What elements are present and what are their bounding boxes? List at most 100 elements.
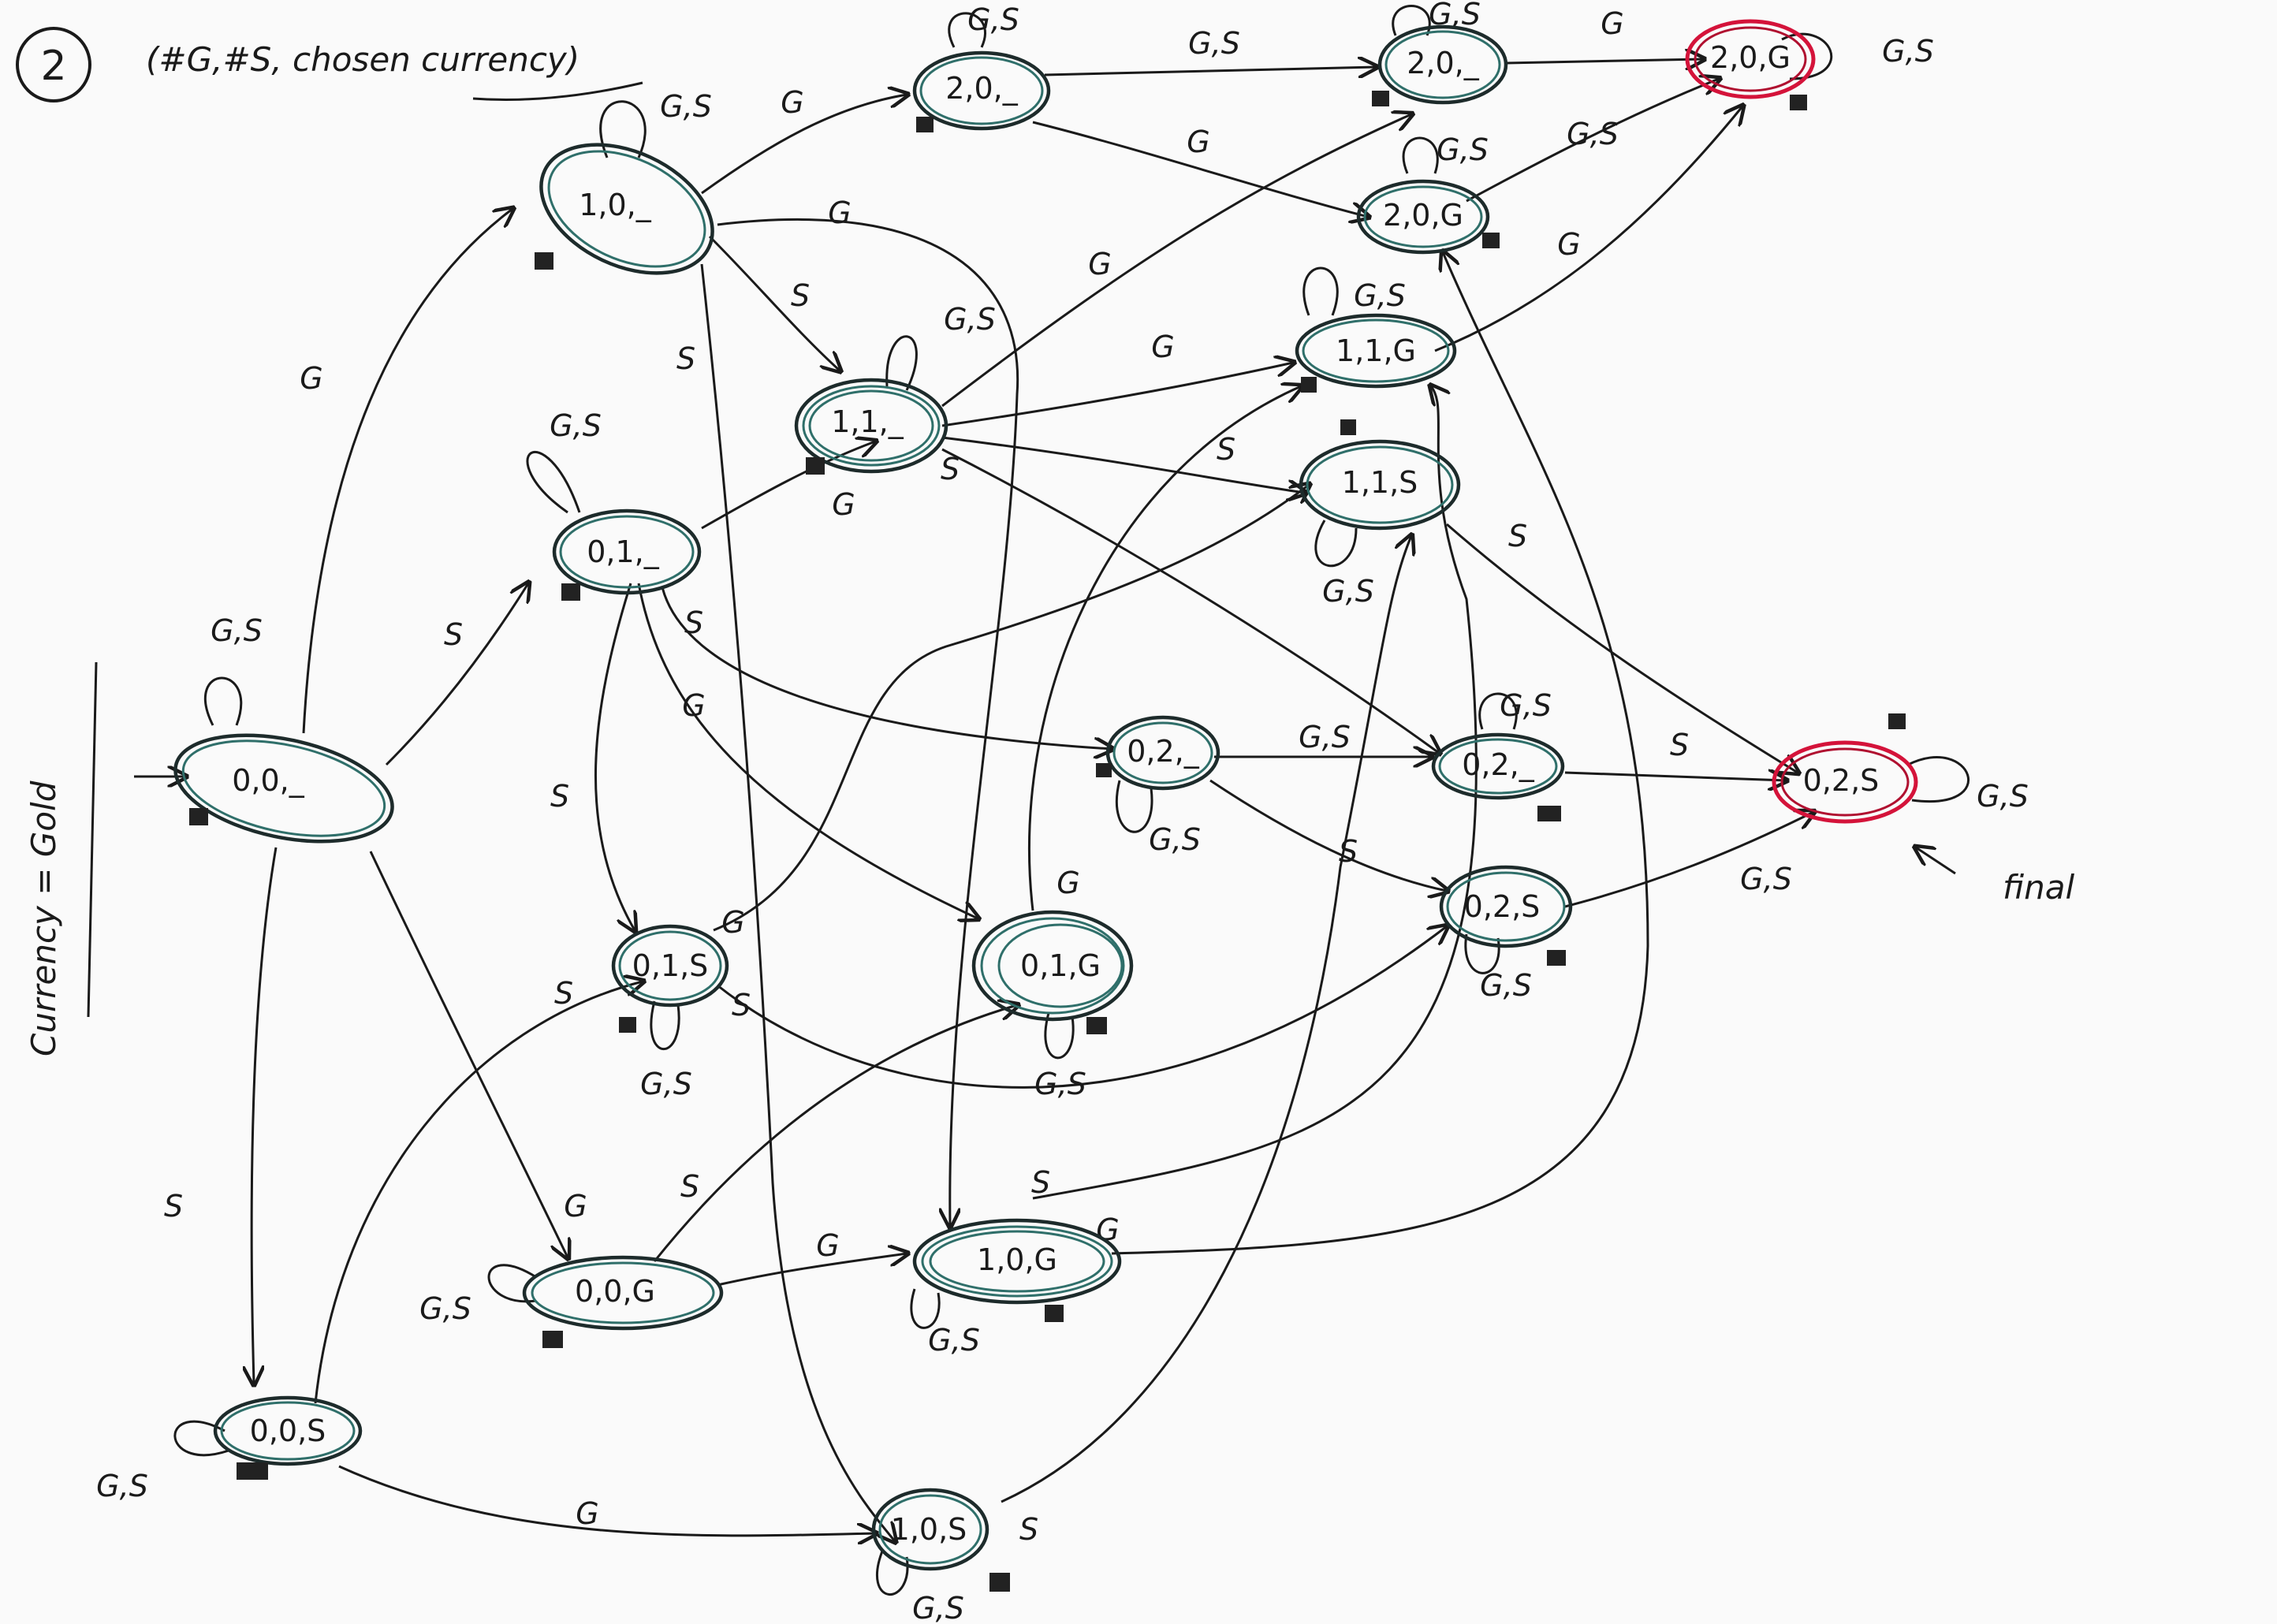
loop-10S <box>876 1548 909 1596</box>
node-label: 0,2,_ <box>1462 747 1535 782</box>
edge-label: G,S <box>1500 688 1552 723</box>
state-marker <box>237 1462 268 1480</box>
edge-label: S <box>684 605 703 640</box>
state-node[interactable]: 2,0,G <box>1356 179 1500 255</box>
edge-02_-02Sb <box>1209 779 1447 891</box>
edge-20Gb-20G <box>1466 79 1719 203</box>
state-marker <box>542 1331 563 1348</box>
side-underline <box>87 661 98 1018</box>
state-node[interactable]: 0,1,S <box>611 924 729 1033</box>
state-node[interactable]: 1,0,G <box>912 1218 1122 1322</box>
node-label: 0,2,S <box>1464 889 1541 924</box>
state-node[interactable]: 0,2,S <box>1439 865 1573 966</box>
state-node[interactable]: 1,1,S <box>1299 419 1461 531</box>
state-marker <box>189 808 208 825</box>
edge-01G-11G <box>1027 386 1301 911</box>
state-marker <box>1086 1017 1107 1034</box>
loop-01G <box>1044 1012 1075 1060</box>
edge-label: G,S <box>96 1469 148 1503</box>
node-label: 1,1,_ <box>831 404 904 439</box>
state-node[interactable]: 2,0,_ <box>1372 24 1508 106</box>
edge-11_-02_b <box>941 448 1439 753</box>
edge-label: S <box>791 278 810 313</box>
edge-label: G,S <box>550 408 602 443</box>
node-label: 0,0,S <box>250 1414 326 1448</box>
state-node[interactable]: 0,0,_ <box>166 717 402 859</box>
edge-11G-20G <box>1434 106 1742 352</box>
state-node[interactable]: 2,0,_ <box>912 50 1051 132</box>
diagram-title: (#G,#S, chosen currency) <box>146 40 579 79</box>
edge-10G-20Gb <box>1111 252 1649 1255</box>
edge-20_-20_b <box>1044 67 1376 75</box>
edge-label: S <box>1031 1165 1050 1200</box>
title-underline <box>472 81 643 101</box>
state-node[interactable]: 1,1,_ <box>794 378 948 475</box>
node-label: 1,1,S <box>1342 465 1418 500</box>
state-node[interactable]: 0,1,_ <box>552 508 702 601</box>
edge-label: G <box>781 85 803 120</box>
edge-label: G <box>1088 247 1111 281</box>
state-marker <box>561 583 580 601</box>
edge-label: G,S <box>1977 779 2029 814</box>
node-label: 0,1,_ <box>587 535 660 569</box>
edge-label: G,S <box>967 2 1019 37</box>
state-marker <box>619 1017 636 1033</box>
loop-00G <box>487 1264 537 1303</box>
state-node[interactable]: 1,1,G <box>1295 313 1457 393</box>
loop-10G <box>910 1288 941 1329</box>
edge-label: G,S <box>640 1067 692 1101</box>
state-node[interactable]: 1,0,_ <box>520 119 732 299</box>
loop-00_ <box>203 676 243 726</box>
state-node[interactable]: 0,1,G <box>971 910 1134 1034</box>
state-node-final[interactable]: 0,2,S <box>1772 713 1918 824</box>
node-label: 2,0,_ <box>1407 46 1480 80</box>
node-label: 1,0,G <box>977 1242 1057 1277</box>
edge-00S-01S <box>314 981 643 1404</box>
state-node[interactable]: 0,0,S <box>213 1395 363 1480</box>
edge-02_b-02S <box>1564 773 1786 780</box>
node-label: 2,0,_ <box>945 71 1019 106</box>
edge-label: S <box>941 452 960 486</box>
state-node[interactable]: 0,0,G <box>522 1255 724 1348</box>
edge-label: G,S <box>1567 117 1619 151</box>
edge-00G-01G <box>653 1005 1017 1262</box>
state-node-final[interactable]: 2,0,G <box>1685 19 1816 110</box>
loop-20_b <box>1392 5 1431 36</box>
edge-label: G <box>1601 6 1623 41</box>
edges <box>252 59 1813 1541</box>
edge-10G-11G <box>1032 386 1478 1200</box>
edge-00_-01_ <box>385 583 528 766</box>
edge-11S-02S <box>1446 523 1798 773</box>
edge-11_-20_b <box>941 114 1411 408</box>
edge-label: G,S <box>1480 968 1532 1003</box>
node-label: 2,0,G <box>1383 198 1463 233</box>
edge-labels: G,S G S S G,S G G,S G,S G,S G G,S G G,S … <box>96 0 2029 1624</box>
state-marker <box>1482 233 1500 248</box>
edge-00G-10G <box>717 1253 907 1287</box>
edge-label: G,S <box>1299 720 1351 754</box>
loop-01_ <box>526 450 581 514</box>
node-label: 0,2,S <box>1803 763 1880 798</box>
loop-10_ <box>599 100 647 158</box>
state-marker <box>1301 377 1317 393</box>
loop-20Gb <box>1402 136 1439 174</box>
state-node[interactable]: 0,2,_ <box>1431 732 1565 821</box>
state-marker <box>1790 95 1807 110</box>
edge-01_-11_ <box>701 441 875 530</box>
state-node[interactable]: 1,0,S <box>871 1488 1010 1592</box>
loop-11G <box>1302 266 1339 316</box>
edge-20_-20Gb <box>1032 121 1368 217</box>
state-node[interactable]: 0,2,_ <box>1096 715 1220 791</box>
state-marker <box>1888 713 1906 729</box>
node-label: 0,1,G <box>1020 948 1101 983</box>
state-marker <box>1537 806 1561 821</box>
node-label: 2,0,G <box>1710 40 1791 75</box>
edge-00_-00G <box>369 851 568 1257</box>
edge-label: G <box>828 196 851 230</box>
node-label: 0,0,G <box>575 1274 655 1309</box>
loop-02_b <box>1478 692 1518 730</box>
edge-label: G,S <box>1437 132 1489 167</box>
node-label: 1,0,S <box>891 1512 967 1547</box>
edge-label: G <box>1557 227 1580 262</box>
